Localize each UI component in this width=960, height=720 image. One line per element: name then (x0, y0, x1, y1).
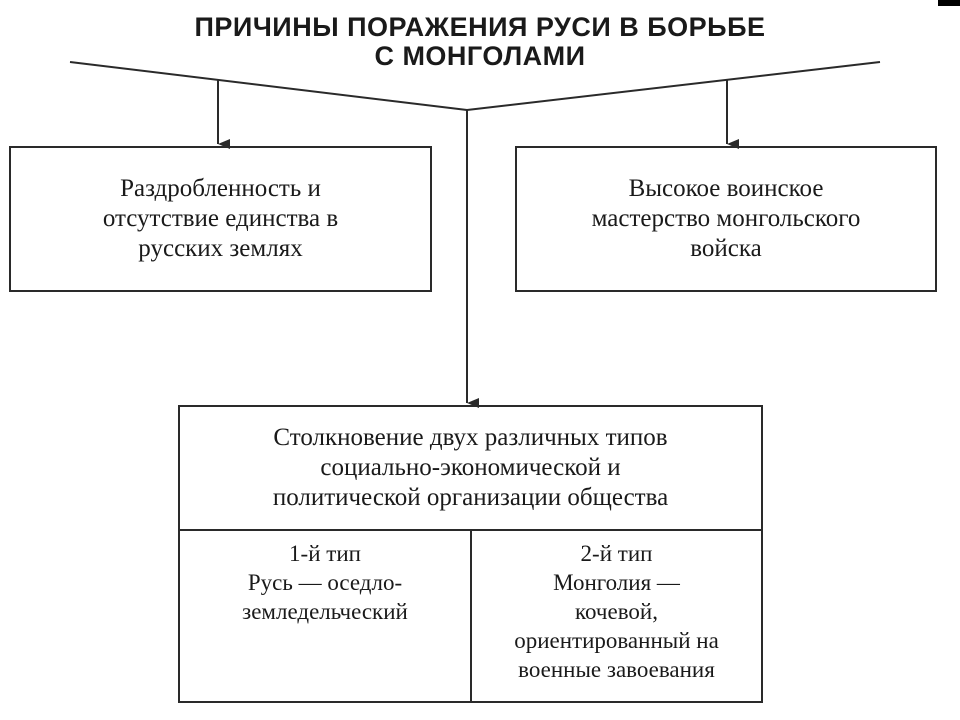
cause-left-line-2: отсутствие единства в (102, 205, 339, 232)
type2-line-2: кочевой, (575, 599, 658, 624)
cause-box-mongol-army: Высокое воинское мастерство монгольского… (515, 146, 937, 292)
type-cell-mongolia: 2-й тип Монголия — кочевой, ориентирован… (472, 531, 761, 701)
branch-line-right (466, 61, 881, 111)
cause-box-fragmentation: Раздробленность и отсутствие единства в … (9, 146, 432, 292)
collision-line-2: социально-экономической и (320, 454, 621, 481)
cause-right-line-2: мастерство монгольского (591, 205, 861, 232)
corner-mark (938, 0, 960, 6)
collision-box: Столкновение двух различных типов социал… (178, 405, 763, 703)
type2-label: 2-й тип (580, 541, 653, 566)
type1-line-1: Русь — оседло- (247, 570, 403, 595)
branch-line-left (69, 61, 468, 111)
type2-line-3: ориентированный на (514, 628, 719, 653)
diagram-title-line-2: С МОНГОЛАМИ (374, 41, 586, 71)
collision-heading: Столкновение двух различных типов социал… (180, 407, 761, 531)
cause-right-line-3: войска (690, 235, 762, 262)
collision-line-3: политической организации общества (272, 484, 669, 511)
type1-label: 1-й тип (289, 541, 361, 566)
collision-line-1: Столкновение двух различных типов (273, 424, 668, 451)
type2-line-1: Монголия — (553, 570, 680, 595)
type2-line-4: военные завоевания (518, 657, 715, 682)
type1-line-2: земледельческий (242, 599, 408, 624)
type-cell-rus: 1-й тип Русь — оседло- земледельческий (180, 531, 472, 701)
cause-left-line-3: русских землях (138, 235, 303, 262)
cause-right-line-1: Высокое воинское (628, 175, 824, 202)
diagram-title-line-1: ПРИЧИНЫ ПОРАЖЕНИЯ РУСИ В БОРЬБЕ (194, 12, 766, 42)
cause-left-line-1: Раздробленность и (120, 175, 321, 202)
